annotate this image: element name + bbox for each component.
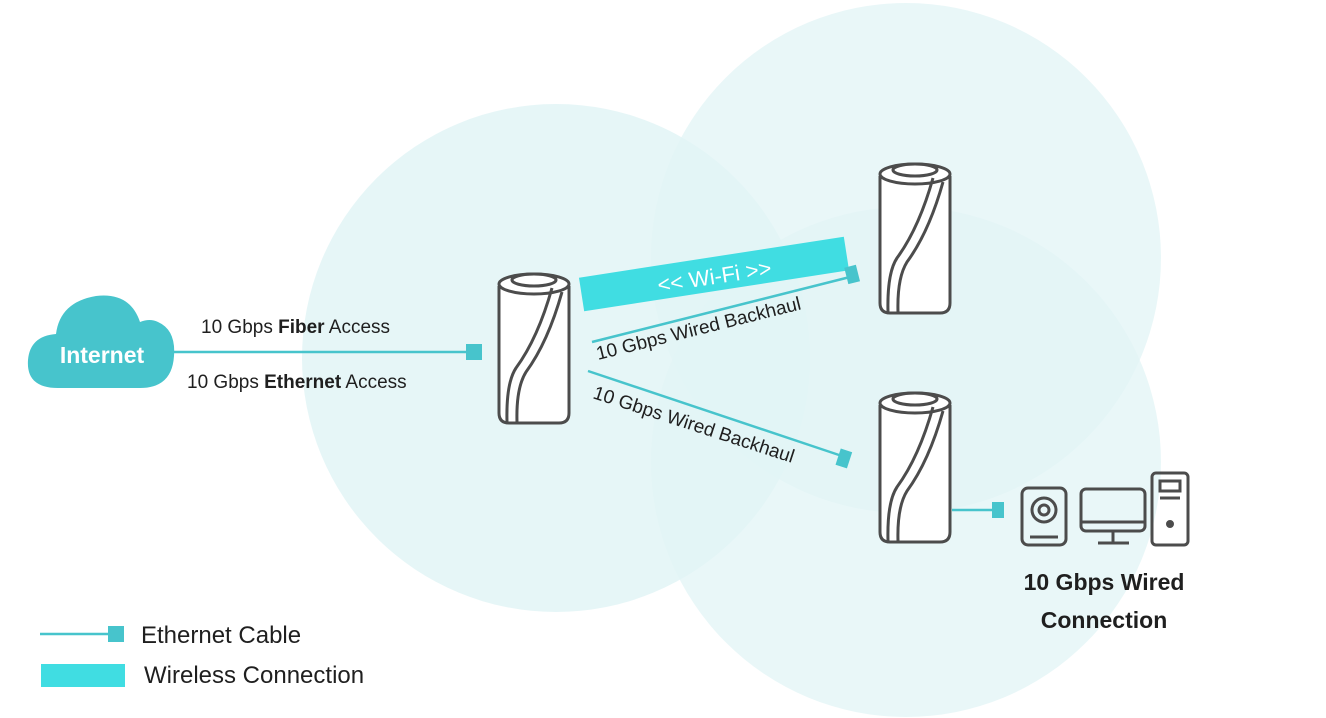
mesh-router-icon (878, 162, 952, 315)
wired-connection-label-line1: 10 Gbps Wired (1024, 569, 1185, 595)
mesh-router-icon (497, 272, 571, 425)
backhaul-cable-bottom (587, 369, 843, 458)
fiber-access-label: 10 Gbps Fiber Access (201, 317, 390, 338)
internet-label: Internet (60, 342, 145, 368)
ethernet-access-label: 10 Gbps Ethernet Access (187, 372, 407, 393)
coverage-areas (302, 3, 1161, 717)
legend: Ethernet Cable Wireless Connection (40, 622, 364, 689)
legend-ethernet-label: Ethernet Cable (141, 622, 301, 649)
backhaul-connector-top (844, 264, 860, 285)
backhaul-cable-top (591, 275, 851, 344)
legend-wireless-swatch (41, 664, 125, 687)
access-connector (466, 344, 482, 360)
legend-ethernet-connector (108, 626, 124, 642)
pc-tower-icon (1150, 471, 1190, 547)
monitor-icon (1079, 487, 1147, 545)
wired-connection-label-line2: Connection (1041, 607, 1168, 633)
backhaul-connector-bottom (835, 448, 853, 469)
webcam-icon (1020, 486, 1068, 547)
device-connector (992, 502, 1004, 518)
legend-wireless-label: Wireless Connection (144, 662, 364, 689)
cloud-icon (27, 295, 175, 388)
mesh-router-icon (878, 391, 952, 544)
wifi-band (578, 236, 850, 312)
